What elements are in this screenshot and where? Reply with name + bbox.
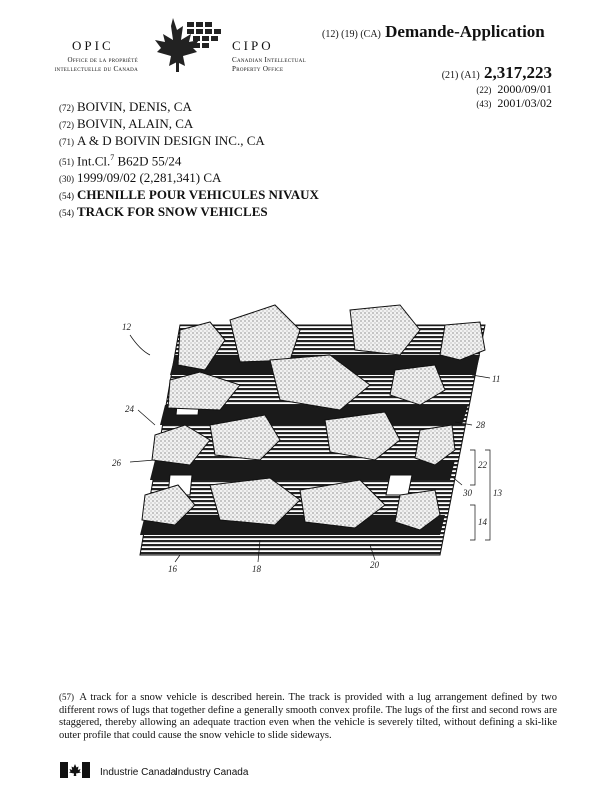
ref-26: 26 [112,458,122,468]
field-code: (51) [59,157,74,168]
inventor-row: (72)BOIVIN, ALAIN, CA [59,116,319,133]
office-name-fr: Office de la propriété intellectuelle du… [28,56,138,74]
industry-canada-en: Industry Canada [175,767,249,778]
title-en-row: (54)TRACK FOR SNOW VEHICLES [59,204,319,221]
ref-18: 18 [252,564,262,574]
title-fr-row: (54)CHENILLE POUR VEHICULES NIVAUX [59,187,319,204]
ref-16: 16 [168,564,178,574]
inventor-name: BOIVIN, ALAIN, CA [77,116,194,131]
office-en-line1: Canadian Intellectual [232,56,306,64]
office-en-line2: Property Office [232,65,284,73]
maple-leaf-logo [143,16,223,79]
filing-dates: (22) 2000/09/01 (43) 2001/03/02 [476,83,552,111]
date-22-code: (22) [476,85,492,95]
abstract-text: A track for a snow vehicle is described … [59,692,557,741]
office-fr-line2: intellectuelle du Canada [54,65,138,73]
ref-20: 20 [370,560,380,570]
ref-30: 30 [462,488,473,498]
ipc-row: (51)Int.Cl.7 B62D 55/24 [59,150,319,170]
ref-11: 11 [492,374,500,384]
canada-flag-icon [60,762,90,783]
date-43-value: 2001/03/02 [497,96,552,110]
ref-14: 14 [478,517,488,527]
date-22-value: 2000/09/01 [497,82,552,96]
field-code: (72) [59,120,74,130]
inventor-name: BOIVIN, DENIS, CA [77,99,192,114]
field-code: (54) [59,208,74,219]
document-kind: (12) (19) (CA) Demande-Application [322,22,545,42]
doc-kind-label: Demande-Application [385,22,545,41]
date-43-code: (43) [476,99,492,109]
office-fr-line1: Office de la propriété [67,56,138,64]
patent-drawing: 12 11 24 28 26 22 30 13 14 16 18 20 [100,300,520,585]
ref-12: 12 [122,322,132,332]
cipo-label: CIPO [232,38,274,53]
abstract: (57) A track for a snow vehicle is descr… [59,691,557,742]
ipc-edition: 7 [110,153,115,162]
title-fr: CHENILLE POUR VEHICULES NIVAUX [77,187,319,203]
date-43-row: (43) 2001/03/02 [476,97,552,111]
field-code: (72) [59,103,74,113]
title-en: TRACK FOR SNOW VEHICLES [77,204,268,220]
applicant-name: A & D BOIVIN DESIGN INC., CA [77,133,265,148]
field-code: (54) [59,191,74,202]
priority-value: 1999/09/02 (2,281,341) CA [77,170,222,186]
industry-canada-fr: Industrie Canada [100,767,177,778]
pub-number-codes: (21) (A1) [441,70,480,81]
priority-row: (30)1999/09/02 (2,281,341) CA [59,170,319,187]
field-code: (30) [59,174,74,185]
ref-28: 28 [476,420,486,430]
ref-22: 22 [478,460,488,470]
pub-number-value: 2,317,223 [484,63,552,82]
field-code: (71) [59,137,74,147]
bibliographic-data: (72)BOIVIN, DENIS, CA (72)BOIVIN, ALAIN,… [59,99,319,221]
publication-number: (21) (A1) 2,317,223 [442,63,552,83]
ipc-value: B62D 55/24 [117,153,182,169]
applicant-row: (71)A & D BOIVIN DESIGN INC., CA [59,133,319,150]
ipc-prefix: Int.Cl. [77,153,111,169]
date-22-row: (22) 2000/09/01 [476,83,552,97]
opic-label: OPIC [72,38,114,53]
inventor-row: (72)BOIVIN, DENIS, CA [59,99,319,116]
doc-kind-codes: (12) (19) (CA) [322,29,381,40]
ref-13: 13 [493,488,503,498]
ref-24: 24 [125,404,135,414]
office-name-en: Canadian Intellectual Property Office [232,56,342,74]
abstract-code: (57) [59,692,74,702]
